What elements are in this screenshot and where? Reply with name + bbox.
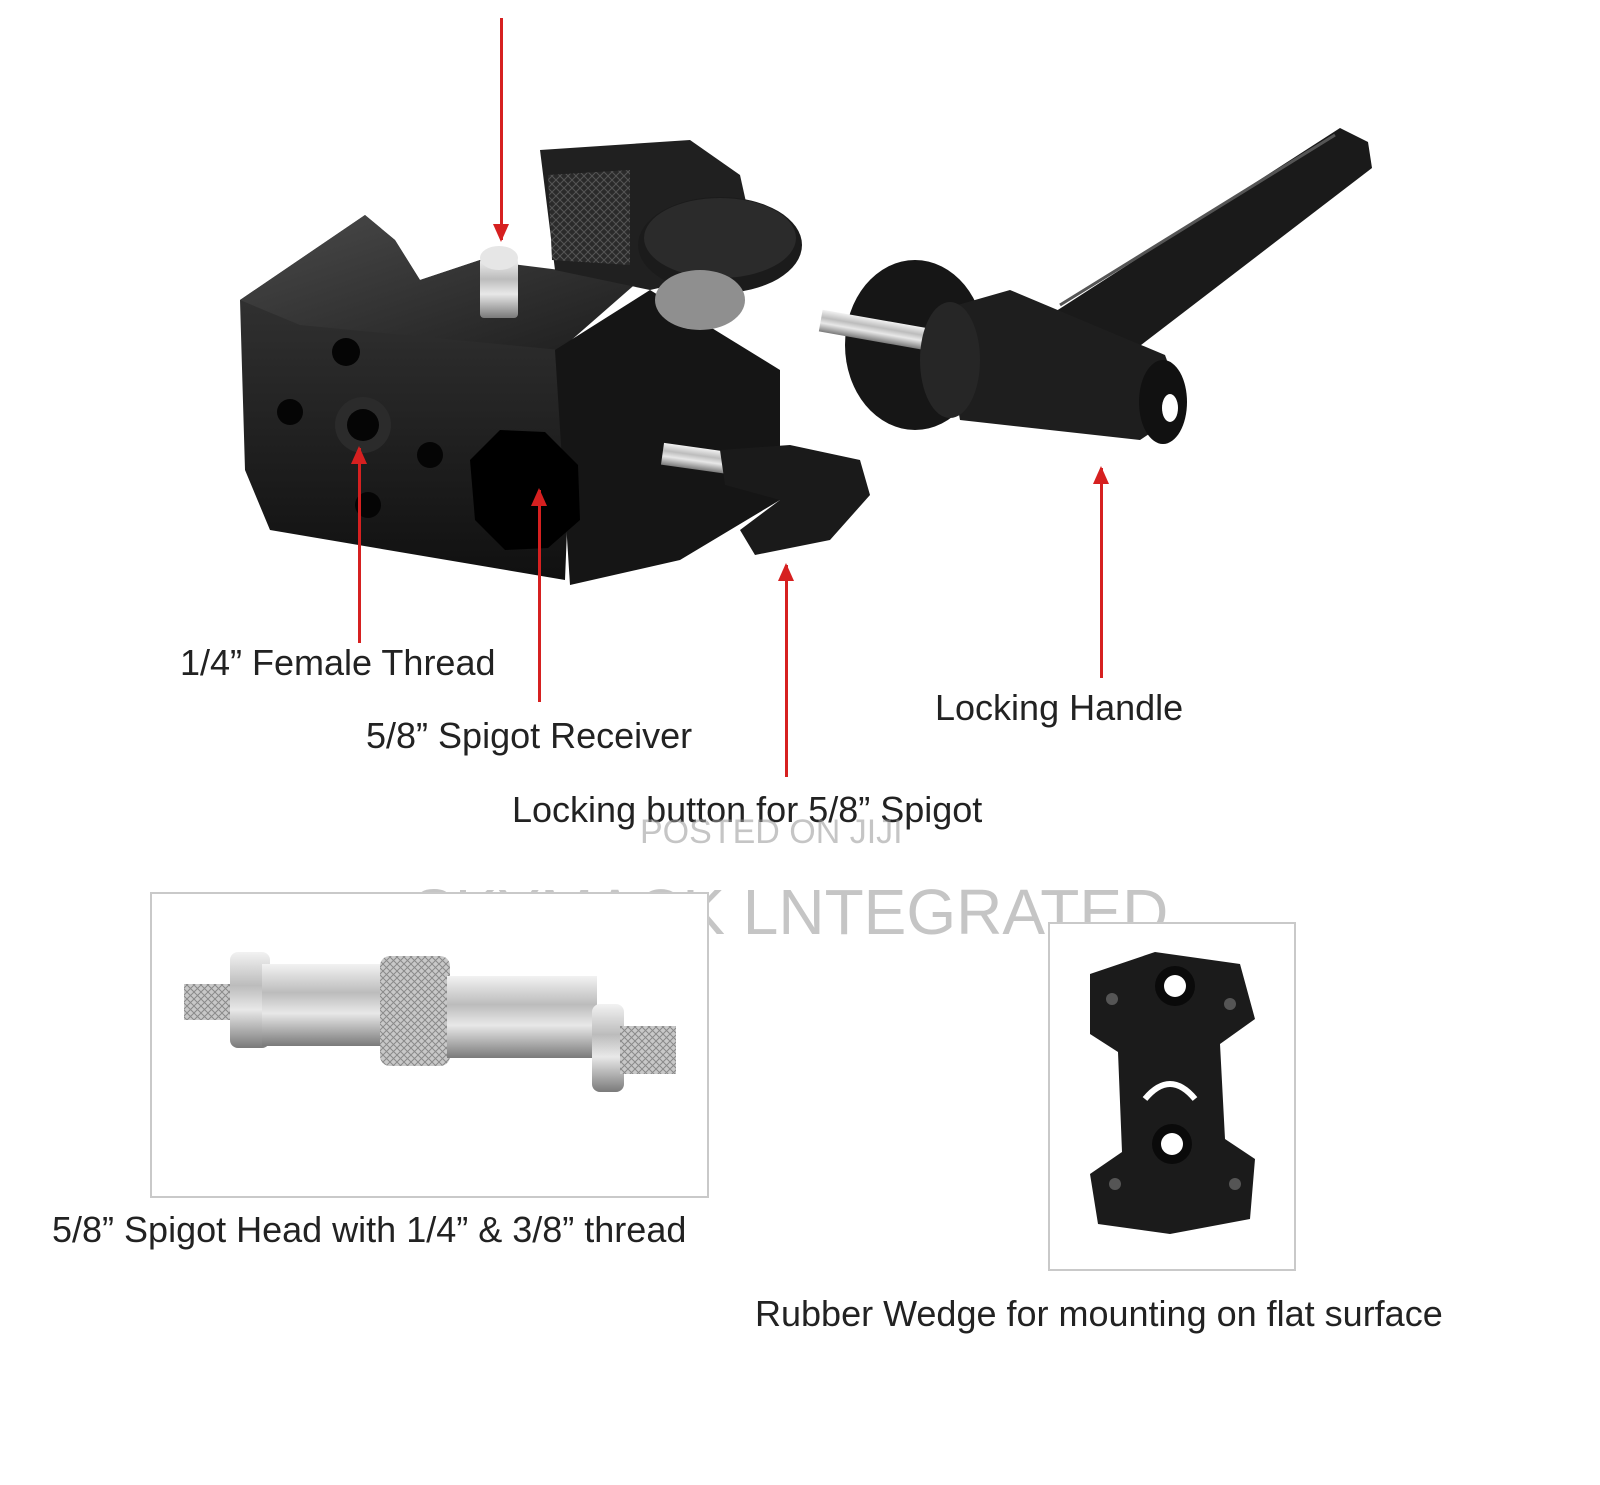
spigot-receiver-label: 5/8” Spigot Receiver <box>366 715 693 756</box>
spigot-head-label: 5/8” Spigot Head with 1/4” & 3/8” thread <box>52 1209 687 1250</box>
chrome-pin <box>480 258 518 318</box>
locking-button-arrow <box>778 563 794 777</box>
female-thread-arrow <box>351 446 367 643</box>
locking-handle-label: Locking Handle <box>935 687 1184 728</box>
pin-arrow <box>493 18 509 242</box>
locking-button-label: Locking button for 5/8” Spigot <box>512 789 983 830</box>
locking-knob <box>940 290 1185 440</box>
spigot-image-frame <box>150 892 709 1198</box>
wing-screw <box>720 445 870 555</box>
spigot-image <box>184 952 676 1092</box>
rubber-wedge-label: Rubber Wedge for mounting on flat surfac… <box>755 1293 1443 1334</box>
spigot-receiver-arrow <box>531 488 547 702</box>
rubber-wedge-image-frame <box>1048 922 1296 1271</box>
lever-handle <box>1050 128 1372 365</box>
locking-handle-arrow <box>1093 466 1109 678</box>
watermark-small: POSTED ON JIJI <box>640 813 903 851</box>
female-thread-label: 1/4” Female Thread <box>180 642 496 683</box>
rubber-wedge-image <box>1090 952 1255 1234</box>
